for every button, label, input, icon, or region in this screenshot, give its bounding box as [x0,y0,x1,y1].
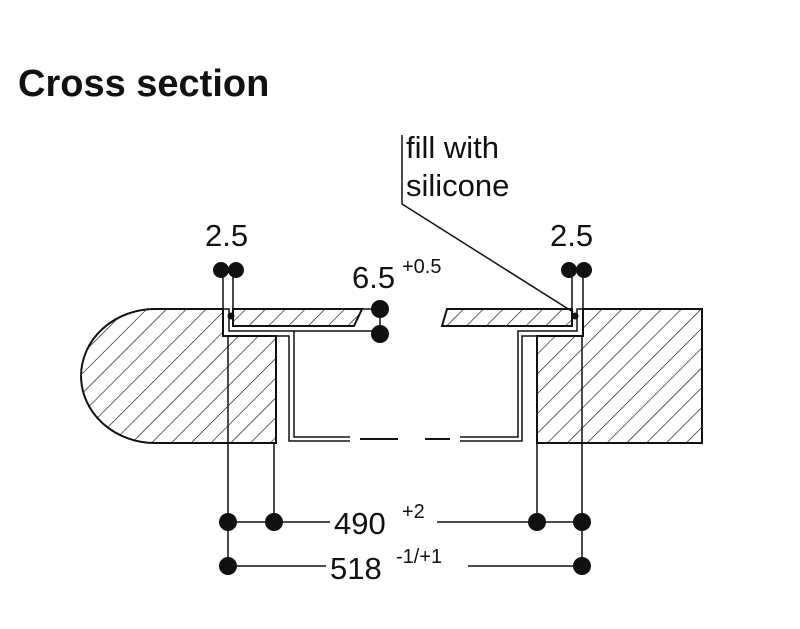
right-gap-label: 2.5 [550,218,593,253]
left-gap-label: 2.5 [205,218,248,253]
thickness-dimension: 6.5 +0.5 [352,256,441,343]
silicone-point-right [571,312,579,320]
inner-width-value: 490 [334,506,386,541]
right-glass-plate [440,308,573,327]
outer-width-tolerance: -1/+1 [396,546,442,568]
left-gap-dimension: 2.5 [205,218,248,336]
page-title: Cross section [18,63,269,105]
left-glass-plate [232,308,364,327]
outer-width-value: 518 [330,551,382,586]
outer-width-dimension: 518 -1/+1 [219,546,591,586]
thickness-value: 6.5 [352,260,395,295]
silicone-leader-line [401,135,574,313]
annotation-line-2: silicone [406,168,509,203]
silicone-point-left [227,312,235,320]
right-gap-dimension: 2.5 [550,218,593,336]
inner-width-tolerance: +2 [402,501,425,523]
left-countertop [80,308,277,444]
thickness-tolerance: +0.5 [402,256,441,278]
annotation-line-1: fill with [406,130,499,165]
right-countertop [536,308,703,444]
inner-width-dimension: 490 +2 [219,336,591,566]
